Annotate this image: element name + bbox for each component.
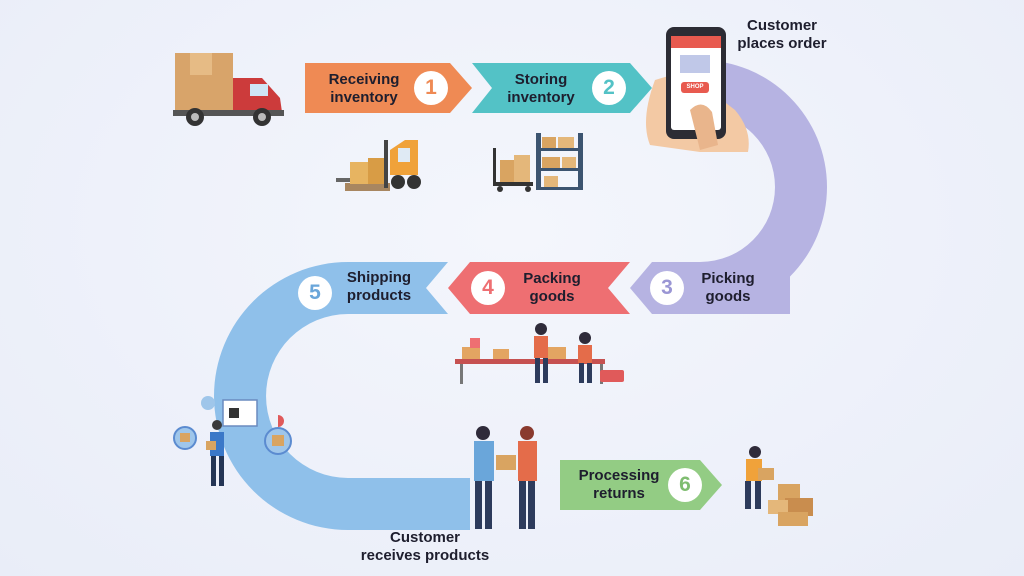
shop-button-label: SHOP xyxy=(686,84,704,90)
warehouse-shelf-icon xyxy=(493,133,583,192)
step-3-number: 3 xyxy=(650,271,684,305)
step-5-number: 5 xyxy=(298,276,332,310)
step-1-number: 1 xyxy=(414,71,448,105)
phone-in-hand-icon xyxy=(646,27,749,152)
forklift-icon xyxy=(336,140,421,191)
returns-worker-icon xyxy=(745,446,813,526)
customer-handoff-icon xyxy=(474,426,537,529)
step-5-arrow xyxy=(348,262,448,314)
flow-curve-left xyxy=(214,262,470,530)
truck-icon xyxy=(173,53,284,126)
delivery-courier-icon xyxy=(173,396,292,486)
step-4-number: 4 xyxy=(471,271,505,305)
flow-curve-right xyxy=(672,60,827,314)
step-6-number: 6 xyxy=(668,468,702,502)
packing-workers-icon xyxy=(455,323,624,384)
step-2-number: 2 xyxy=(592,71,626,105)
